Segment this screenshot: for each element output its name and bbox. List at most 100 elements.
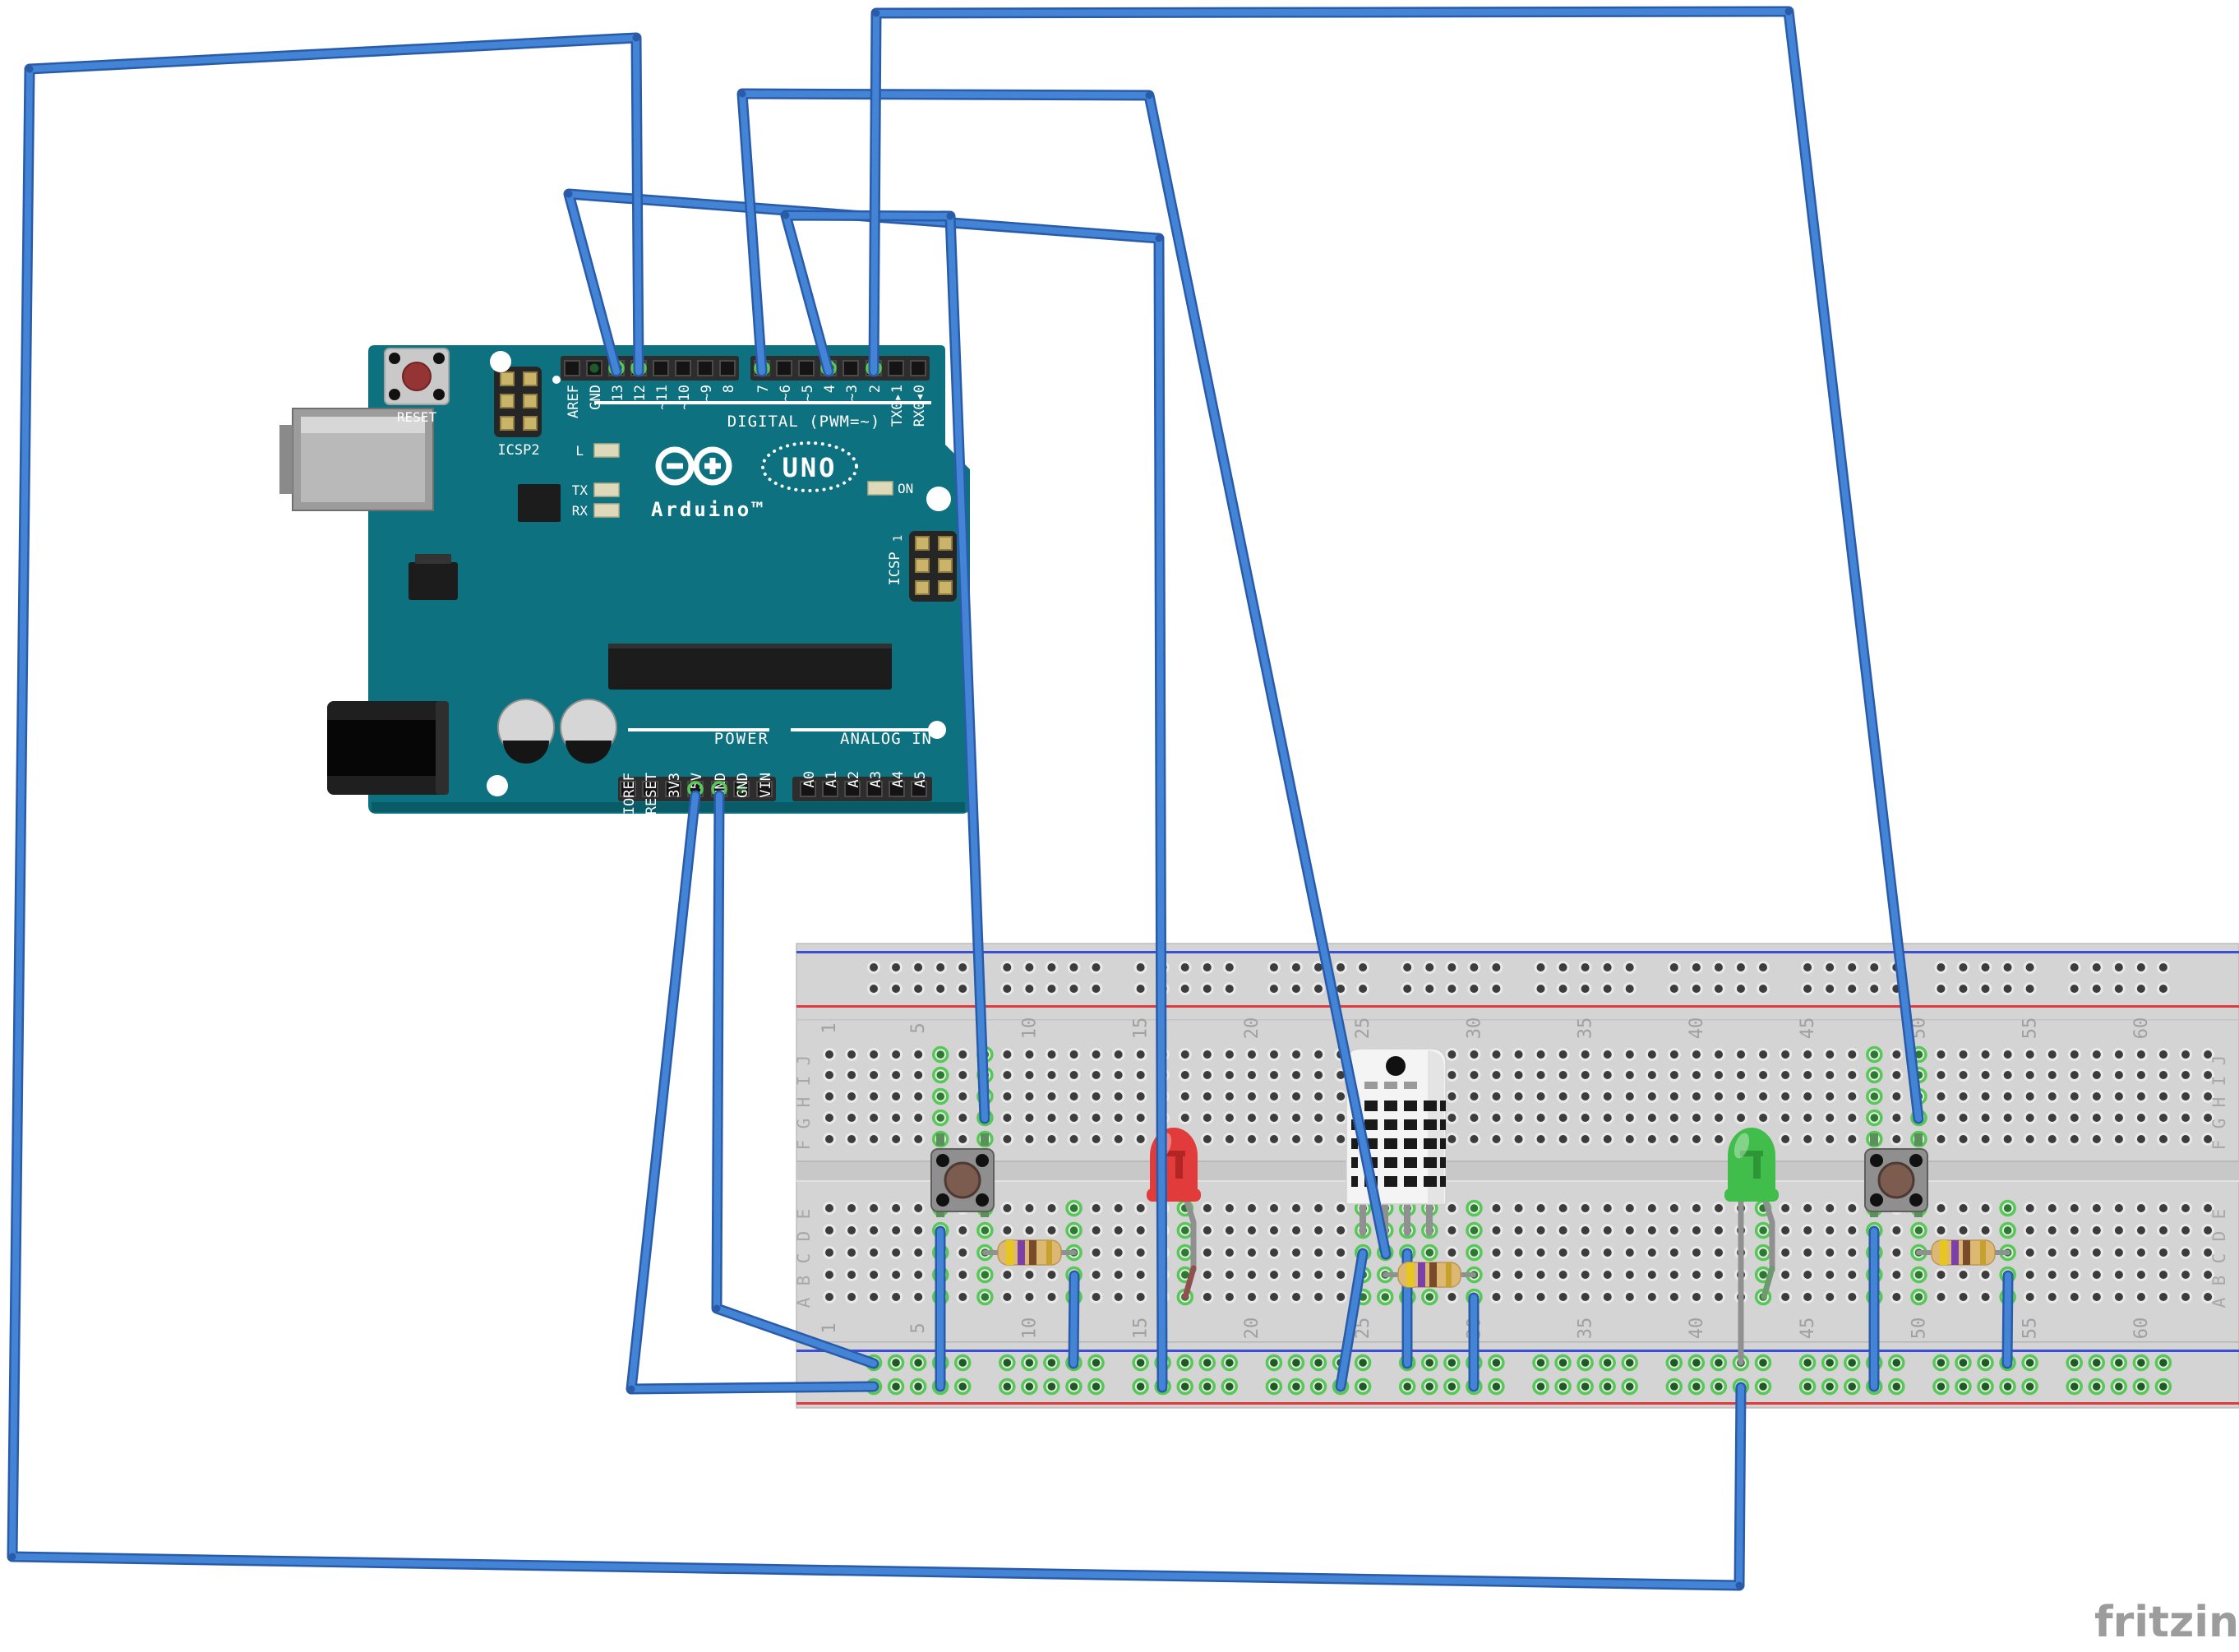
mounting-hole [490,351,511,372]
anode-leg [1181,1190,1197,1273]
pin-label: 2 [867,385,884,393]
row-letter: E [794,1209,814,1220]
column-number: 15 [1131,1317,1152,1340]
wire-pin4-to-btn[interactable] [780,210,990,1124]
column-number: 25 [1353,1018,1373,1040]
pin-label: 13 [610,385,626,401]
power-caption: POWER [714,730,769,748]
row-letter: F [2209,1140,2229,1151]
wire-gnd-to-rail[interactable] [711,790,879,1369]
column-number: 40 [1687,1317,1707,1340]
column-number: 1 [819,1322,840,1333]
pin-label: ~10 [676,385,693,410]
row-letter: H [2209,1097,2229,1108]
icsp-header [909,531,957,602]
pushbutton-right[interactable] [1864,1133,1928,1217]
row-letter: D [2209,1231,2229,1242]
resistor-band [1006,1240,1013,1265]
row-letter: I [794,1076,814,1087]
wire-5v-to-rail[interactable] [626,790,879,1395]
pin-label: GND [588,385,604,410]
row-letter: A [2209,1297,2229,1308]
breadboard[interactable]: 1155101015152020252530303535404045455050… [794,943,2239,1409]
resistor-dht-pullup[interactable] [1383,1262,1476,1288]
column-number: 45 [1798,1018,1818,1040]
resistor-band [1951,1240,1959,1265]
column-number: 35 [1576,1018,1596,1040]
pin-header [750,356,930,381]
row-letter: A [794,1297,814,1308]
pushbutton-left[interactable] [930,1133,995,1217]
column-number: 60 [2131,1018,2152,1040]
mounting-hole [928,721,946,739]
pin-label: A5 [912,771,929,787]
dht-sensor-hole [1386,1056,1406,1076]
rail-line [796,1005,2239,1008]
icsp2-label: ICSP2 [497,442,539,459]
resistor-button-left[interactable] [982,1239,1077,1266]
pin-label: TX0▸1 [889,385,906,427]
column-number: 40 [1687,1018,1707,1040]
breadboard-labels: 1155101015152020252530303535404045455050… [794,1018,2229,1340]
usb-chip [518,484,561,522]
icsp2-header [494,367,542,437]
wire-pin7-to-dht[interactable] [736,88,1392,1260]
center-channel [796,1161,2239,1182]
pin-header [561,356,739,381]
fritzing-watermark: fritzing [2094,1598,2239,1647]
column-number: 55 [2020,1317,2041,1340]
arduino-logo [655,446,732,486]
row-letter: J [794,1055,814,1066]
pin-label: AREF [566,385,582,418]
pin-label: ~11 [654,385,671,410]
wire-b54-to-rail[interactable] [2001,1270,2014,1369]
pin-label: RX0◂0 [912,385,928,427]
resistor-band [1446,1262,1452,1287]
column-number: 45 [1798,1317,1818,1340]
resistor-band [1018,1240,1025,1265]
row-letter: C [2209,1253,2229,1264]
pin-label: ~9 [699,385,715,401]
led-green[interactable] [1724,1128,1779,1366]
pin-label: A1 [824,771,840,787]
led-bulb [1728,1128,1775,1197]
column-number: 15 [1131,1018,1152,1040]
mounting-hole [487,775,508,796]
wire-pin12-to-rail[interactable] [7,32,1747,1591]
pin-label: GND [735,773,751,798]
mounting-hole [926,487,951,511]
column-number: 30 [1464,1018,1484,1040]
rail-line [796,951,2239,953]
brand-text: Arduino™ [651,498,766,521]
column-number: 50 [1909,1317,1929,1340]
pin-label: A4 [890,771,907,787]
column-number: 60 [2131,1317,2152,1340]
icsp-pin1: 1 [892,535,905,542]
wire-c25-to-rail[interactable] [1335,1248,1369,1392]
wire-pin2-to-btn[interactable] [868,6,1924,1124]
row-letter: H [794,1097,814,1108]
row-letter: D [794,1231,814,1242]
button-leg [1870,1133,1878,1146]
resistor-band [1406,1262,1414,1287]
resistor-button-right[interactable] [1916,1239,2010,1266]
pin-label: ~3 [844,385,861,401]
voltage-regulator [409,562,458,600]
pin-label: A3 [868,771,884,787]
column-number: 20 [1242,1018,1263,1040]
capacitor [497,699,555,764]
button-plunger [1877,1161,1915,1199]
resistor-band [1963,1240,1970,1265]
pcb [368,345,970,814]
button-leg [1914,1133,1923,1146]
wires-over [7,6,1924,1591]
anode-leg [1760,1190,1775,1273]
wire-b12-to-rail[interactable] [1068,1270,1080,1369]
row-letter: G [2209,1119,2229,1129]
resistor-band [1980,1240,1986,1265]
pin-label: A0 [801,771,818,787]
reset-label: RESET [397,409,437,425]
l-led [593,443,620,458]
row-letter: B [2209,1276,2229,1286]
